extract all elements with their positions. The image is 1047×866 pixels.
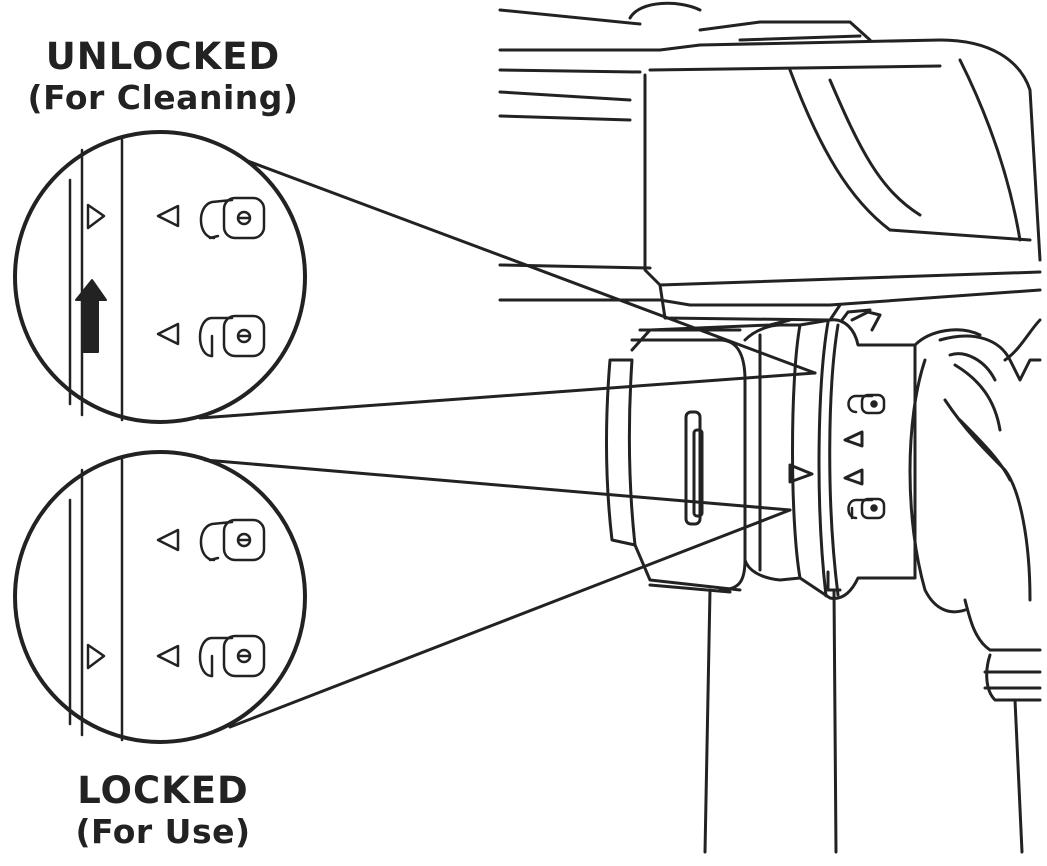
locked-title: LOCKED: [77, 769, 249, 812]
triangle-pointer-icon: [86, 643, 106, 670]
triangle-pointer-icon: [156, 528, 180, 552]
padlock-closed-icon: [198, 314, 266, 358]
triangle-pointer-icon: [156, 644, 180, 668]
spout: [908, 318, 1042, 854]
triangle-pointer-icon: [156, 322, 180, 346]
triangle-pointer-icon: [86, 203, 106, 230]
unlocked-title: UNLOCKED: [45, 35, 281, 78]
padlock-open-icon: [199, 518, 266, 562]
locked-subtitle: (For Use): [75, 812, 251, 851]
arrow-up-icon: [75, 279, 107, 353]
machine-body: [498, 1, 1042, 322]
callout-locked: [13, 450, 792, 744]
padlock-closed-icon: [198, 634, 266, 678]
callout-unlocked: [13, 130, 817, 424]
lock-collar: [604, 308, 917, 854]
locked-label: LOCKED (For Use): [18, 772, 308, 848]
unlocked-label: UNLOCKED (For Cleaning): [18, 38, 308, 114]
padlock-open-icon: [199, 196, 266, 240]
triangle-pointer-icon: [156, 204, 180, 228]
unlocked-subtitle: (For Cleaning): [27, 78, 299, 117]
